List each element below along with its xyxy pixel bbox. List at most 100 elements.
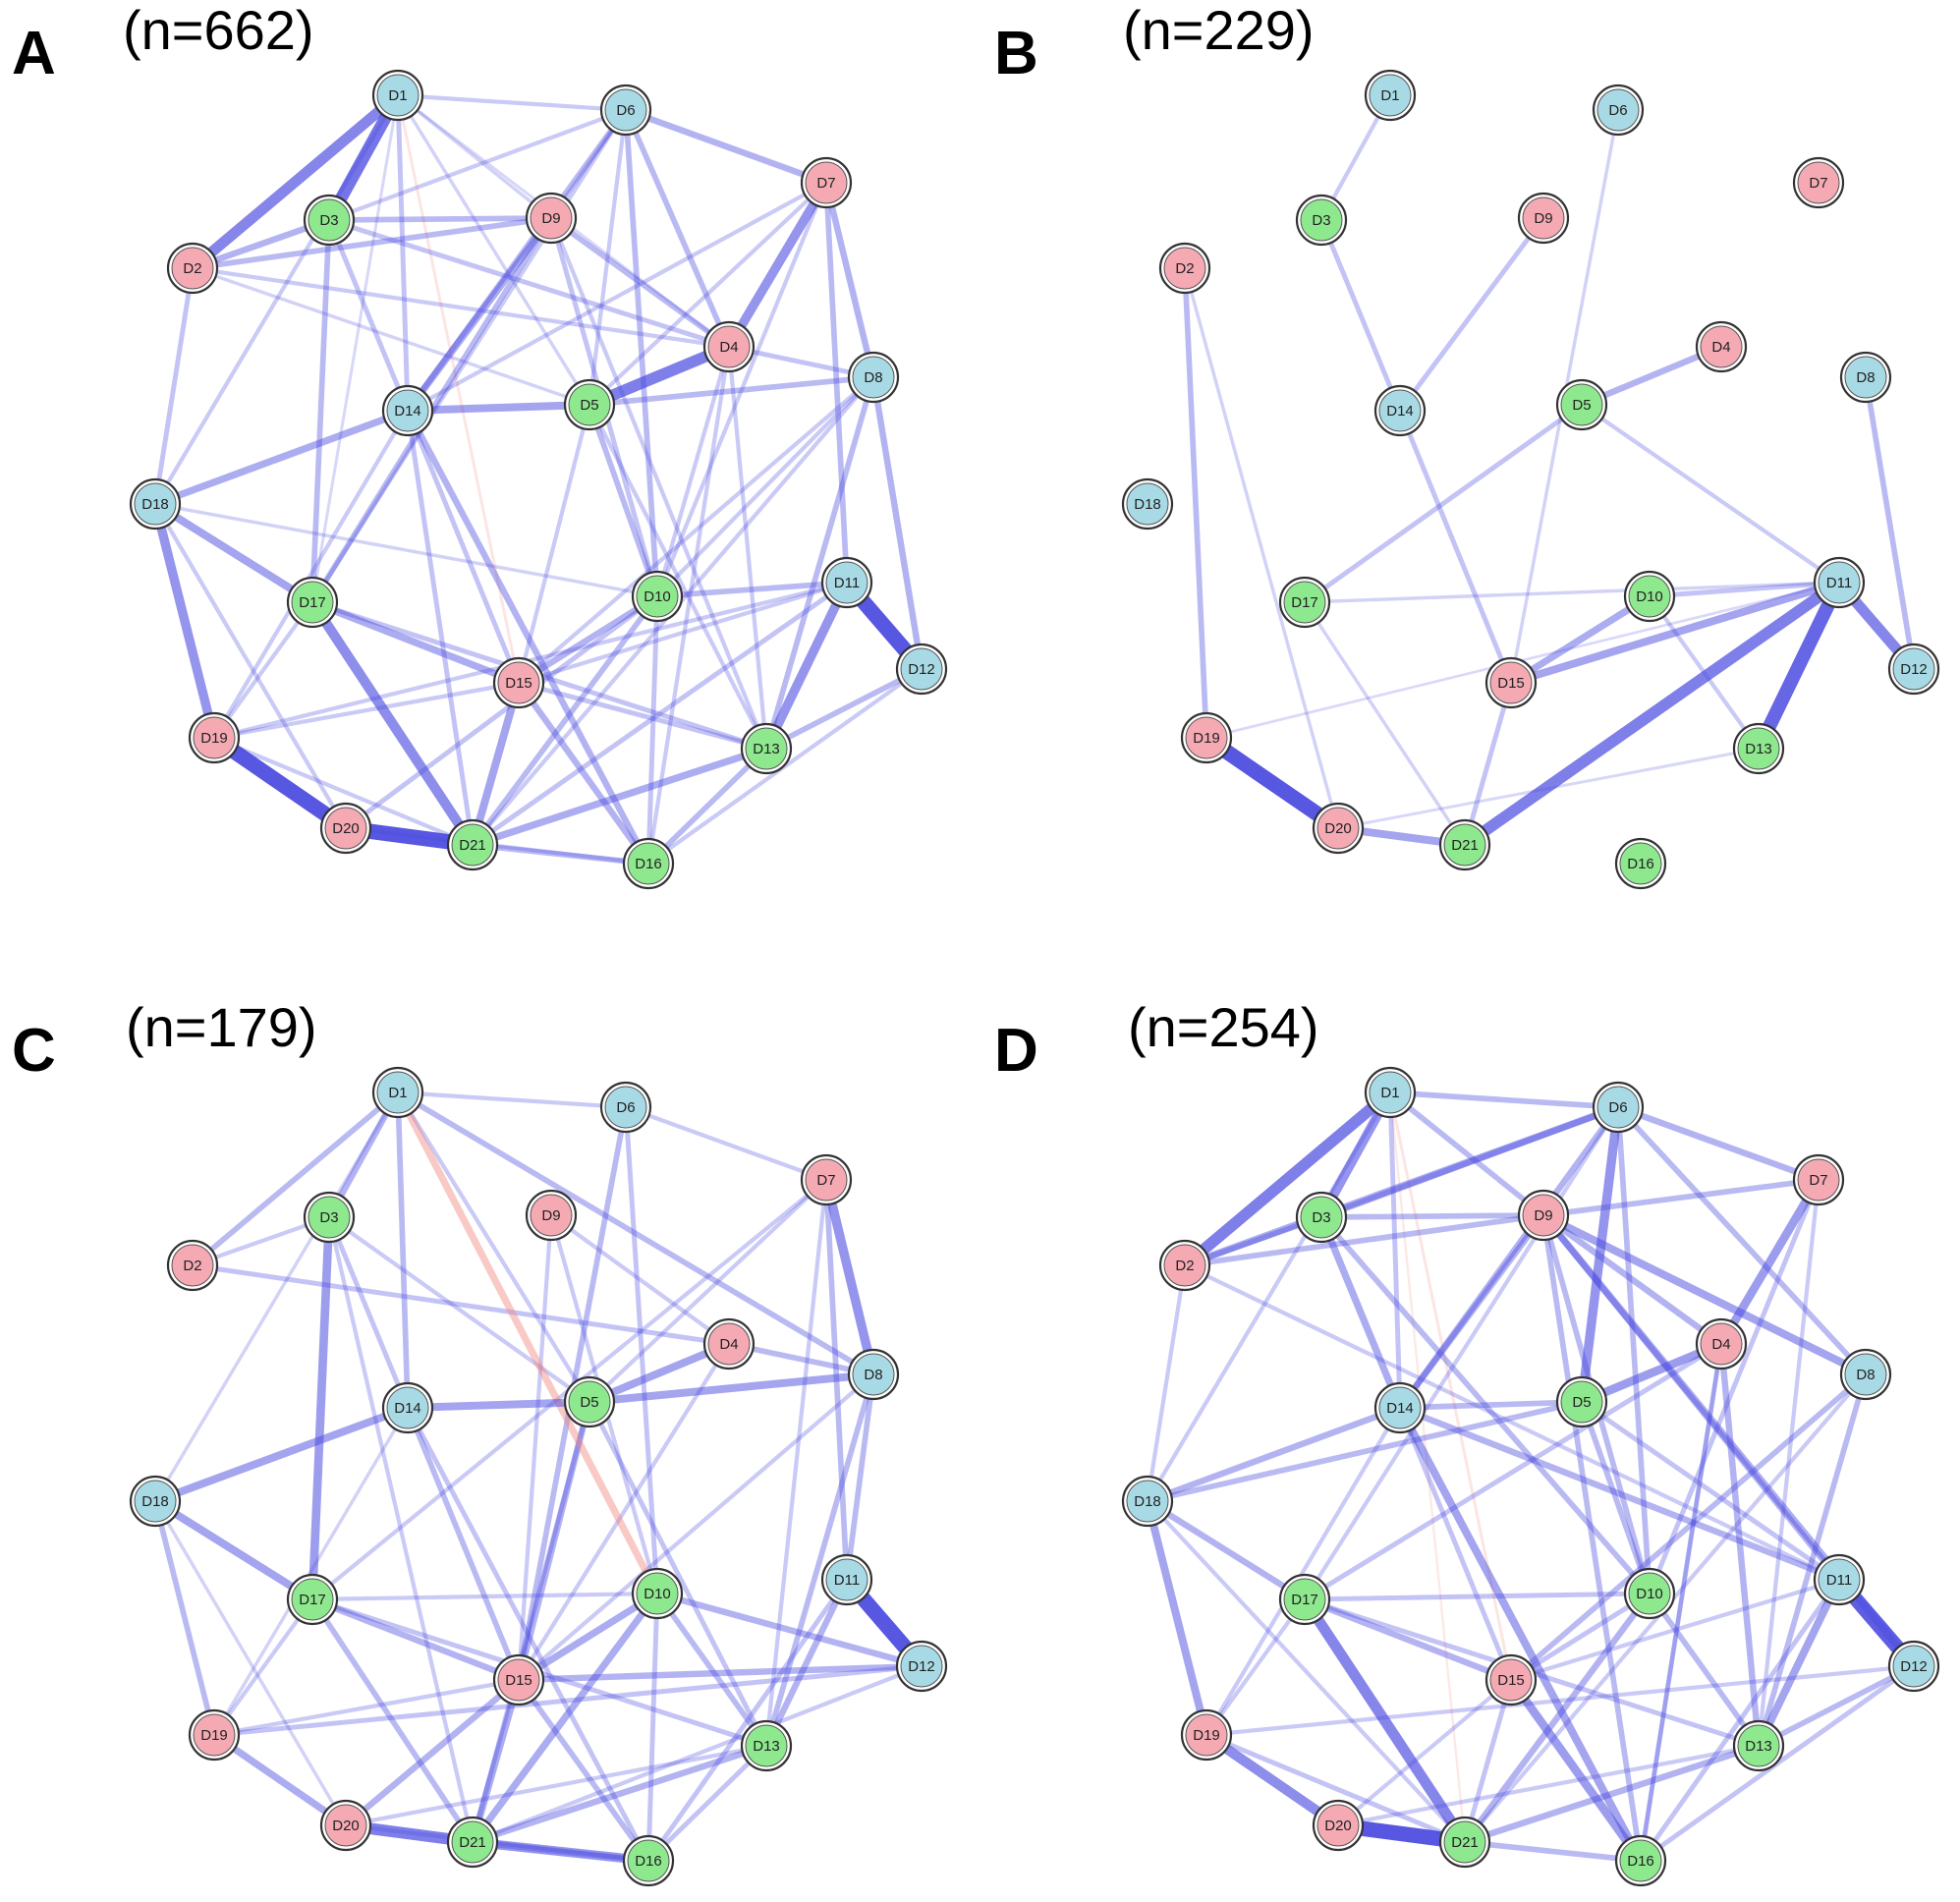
panel-c-node-d2: D2: [166, 1239, 219, 1292]
panel-a-edge-D15-D19: [211, 680, 522, 741]
node-label: D3: [1312, 212, 1330, 229]
panel-b-edge-D10-D15: [1507, 592, 1653, 687]
panel-d-letter: D: [994, 1017, 1038, 1085]
panel-d-edge-D3-D9: [1318, 1212, 1546, 1220]
panel-c-edge-D15-D19: [211, 1677, 522, 1738]
panel-c-edge-D7-D13: [763, 1177, 829, 1749]
node-label: D20: [332, 820, 360, 837]
panel-a-node-d1: D1: [371, 69, 424, 122]
panel-a-edge-D3-D17: [309, 217, 332, 605]
panel-b-edge-D14-D9: [1397, 215, 1546, 414]
panel-b-node-d8: D8: [1839, 351, 1892, 404]
node-label: D16: [1627, 1853, 1654, 1870]
node-label: D13: [1745, 1738, 1772, 1755]
panel-d-edge-D10-D21: [1461, 1590, 1653, 1846]
panel-d-edge-D7-D13: [1756, 1177, 1821, 1749]
node-fill: [1892, 1645, 1935, 1688]
panel-c-edge-D10-D12: [653, 1590, 925, 1670]
node-fill: [1163, 247, 1206, 290]
panel-c-edge-D6-D10: [623, 1104, 660, 1596]
panel-a-edge-D15-D16: [515, 679, 652, 867]
panel-a-edge-D10-D15: [515, 592, 661, 687]
node-fill: [1628, 1572, 1671, 1615]
panel-c-node-d16: D16: [622, 1834, 675, 1887]
panel-c-node-d5: D5: [563, 1375, 616, 1428]
panel-a: A (n=662) D1D2D3D4D5D6D7D8D9D10D11D12D13…: [12, 0, 948, 890]
panel-d-edge-D4-D9: [1540, 1211, 1725, 1348]
panel-c-node-d7: D7: [800, 1153, 853, 1206]
panel-d-node-d4: D4: [1695, 1317, 1748, 1371]
node-label: D20: [1324, 1818, 1352, 1834]
panel-d-edge-D16-D21: [1462, 1839, 1644, 1864]
panel-d: D (n=254) D1D2D3D4D5D6D7D8D9D10D11D12D13…: [994, 996, 1940, 1887]
panel-c-edge-D12-D15: [515, 1662, 925, 1684]
node-label: D19: [200, 730, 228, 747]
panel-c-edge-D4-D9: [548, 1212, 732, 1347]
panel-d-edge-D6-D17: [1302, 1104, 1621, 1602]
panel-a-nodes: D1D2D3D4D5D6D7D8D9D10D11D12D13D14D15D16D…: [129, 69, 948, 890]
node-fill: [1619, 1839, 1662, 1882]
panel-d-node-d7: D7: [1792, 1153, 1845, 1206]
panel-a-edge-D1-D17: [310, 93, 400, 604]
panel-d-edge-D12-D13: [1756, 1663, 1917, 1749]
panel-c-edge-D14-D16: [405, 1405, 651, 1864]
panel-b-node-d2: D2: [1158, 242, 1211, 295]
panel-a-node-d21: D21: [446, 818, 499, 871]
node-label: D12: [908, 1658, 935, 1675]
panel-a-node-d19: D19: [188, 711, 241, 764]
panel-c-node-d12: D12: [895, 1640, 948, 1693]
panel-c-edge-D10-D13: [654, 1591, 769, 1749]
panel-a-edge-D4-D13: [726, 344, 769, 752]
panel-a-edge-D13-D16: [645, 746, 769, 867]
panel-a-edge-D5-D8: [587, 374, 876, 408]
panel-b-node-d3: D3: [1295, 194, 1348, 247]
node-label: D2: [183, 260, 201, 277]
panel-c-letter: C: [12, 1017, 56, 1085]
node-label: D5: [1572, 1394, 1591, 1411]
panel-b-node-d17: D17: [1278, 576, 1331, 629]
panel-c-edge-D17-D18: [151, 1497, 316, 1603]
panel-b-edge-D5-D11: [1579, 402, 1842, 586]
panel-a-edge-D14-D19: [211, 408, 411, 741]
panel-b-edge-D5-D17: [1302, 402, 1585, 605]
panel-d-edge-D11-D14: [1396, 1404, 1843, 1584]
node-fill: [291, 581, 334, 624]
node-fill: [1185, 716, 1228, 759]
node-fill: [1369, 74, 1412, 117]
panel-d-edge-D4-D17: [1302, 1341, 1724, 1602]
node-fill: [1818, 1558, 1861, 1601]
panel-c-edge-D10-D21: [469, 1590, 661, 1846]
panel-c-edge-D8-D15: [516, 1371, 876, 1683]
panel-d-node-d10: D10: [1623, 1567, 1676, 1620]
panel-a-edge-D3-D14: [326, 217, 411, 414]
panel-a-edge-D8-D13: [763, 374, 876, 752]
panel-d-edge-D19-D20: [1201, 1729, 1344, 1831]
node-label: D11: [834, 1572, 860, 1589]
panel-c-edge-D3-D17: [308, 1212, 334, 1604]
panel-a-node-d15: D15: [492, 656, 545, 709]
node-fill: [1818, 561, 1861, 604]
node-label: D15: [1497, 675, 1525, 692]
panel-a-edge-D2-D18: [152, 265, 196, 507]
panel-a-edge-D3-D6: [326, 107, 629, 223]
panel-b-node-d1: D1: [1364, 69, 1417, 122]
node-fill: [1844, 356, 1887, 399]
panel-b-edge-D3-D14: [1318, 217, 1403, 414]
node-label: D1: [388, 87, 407, 104]
panel-b-edge-D11-D15: [1507, 579, 1843, 687]
panel-a-node-d2: D2: [166, 242, 219, 295]
panel-a-edge-D13-D15: [516, 680, 769, 752]
panel-c-node-d4: D4: [702, 1317, 756, 1371]
node-fill: [451, 823, 494, 867]
node-label: D10: [1636, 588, 1663, 605]
panel-a-edge-D7-D10: [654, 180, 829, 599]
panel-d-node-d18: D18: [1121, 1475, 1174, 1528]
panel-a-node-d20: D20: [319, 802, 372, 855]
panel-d-edge-D14-D18: [1144, 1404, 1404, 1505]
node-label: D4: [719, 339, 738, 356]
node-fill: [1560, 383, 1603, 426]
node-label: D8: [864, 369, 882, 386]
panel-a-edge-D9-D14: [404, 214, 555, 415]
node-label: D19: [1193, 730, 1220, 747]
